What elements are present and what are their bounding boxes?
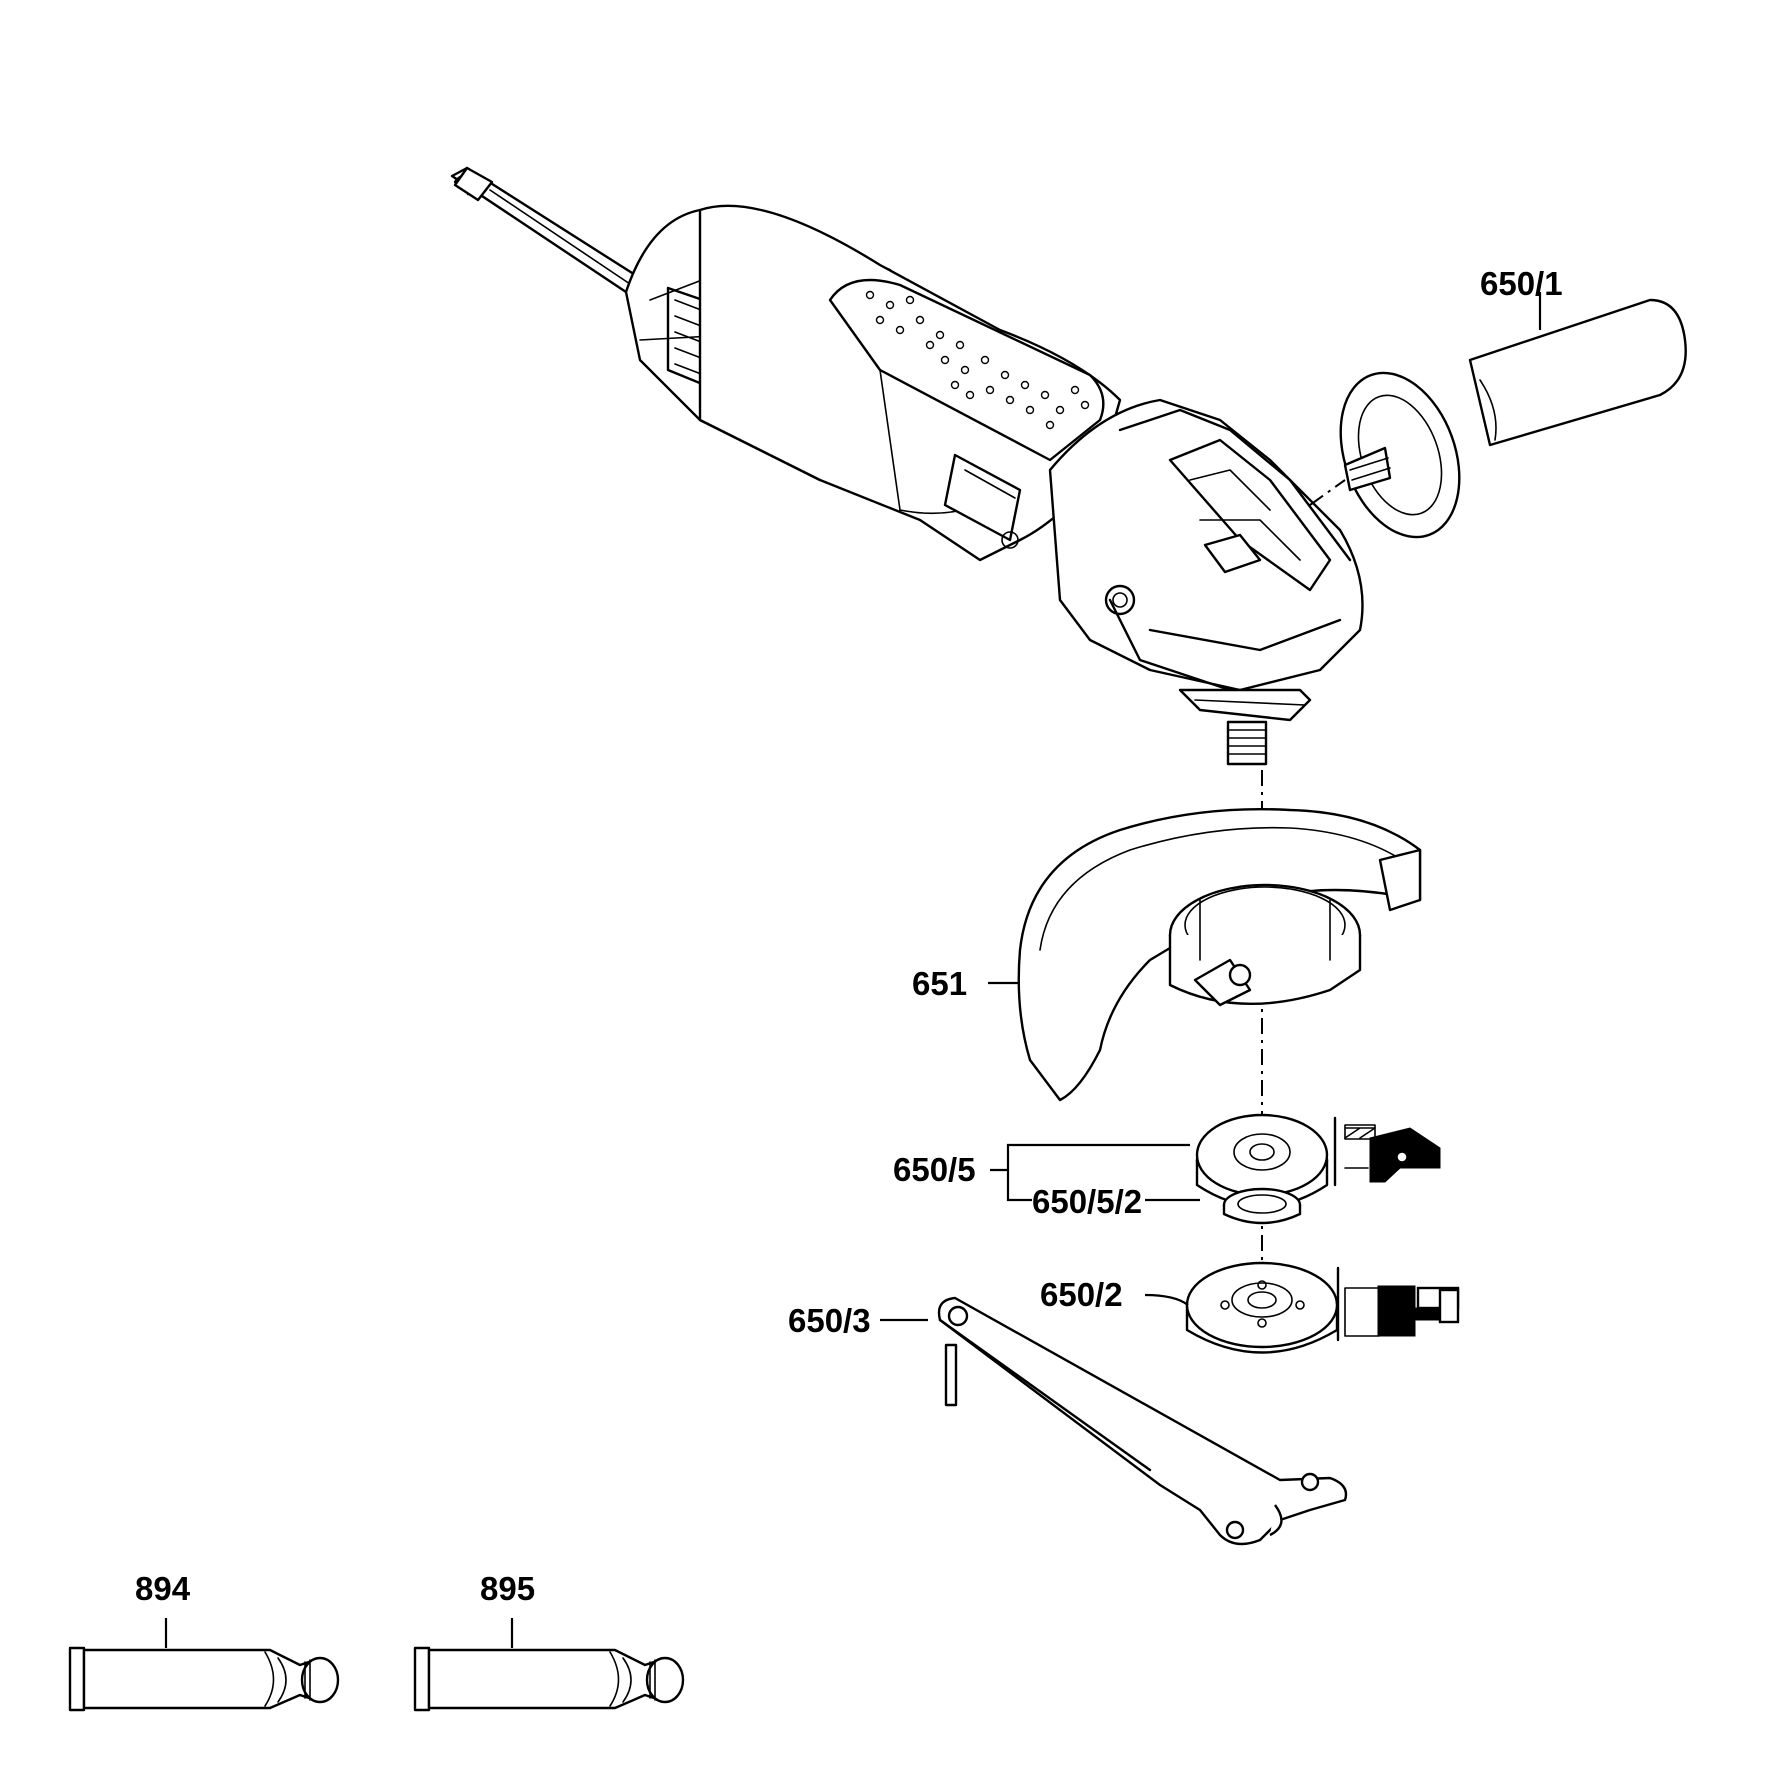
handle-axis-line <box>1309 479 1346 506</box>
callout-895: 895 <box>480 1570 535 1607</box>
angle-grinder-body <box>450 166 1364 766</box>
callout-894: 894 <box>135 1570 191 1607</box>
callout-650-3: 650/3 <box>788 1302 871 1339</box>
side-handle-part <box>1339 292 1687 539</box>
power-cord <box>450 166 642 294</box>
callout-650-1: 650/1 <box>1480 265 1563 302</box>
grease-tube-894 <box>68 1618 340 1712</box>
callout-bracket-650-5 <box>990 1143 1200 1202</box>
flange-ring-part <box>1222 1187 1302 1225</box>
mounting-flange-part <box>1144 1261 1460 1354</box>
clamping-nut-part <box>1195 1113 1441 1208</box>
callout-651: 651 <box>912 965 967 1002</box>
callout-650-2: 650/2 <box>1040 1276 1123 1313</box>
power-switch <box>943 453 1022 542</box>
spindle <box>1178 688 1312 766</box>
grease-tube-895 <box>413 1618 685 1712</box>
callout-650-5-2: 650/5/2 <box>1032 1183 1142 1220</box>
grip-texture-dots <box>865 290 1090 430</box>
callout-650-5: 650/5 <box>893 1151 976 1188</box>
wheel-guard-part <box>988 807 1422 1102</box>
gear-head-housing <box>1001 398 1364 692</box>
motor-housing <box>698 204 1122 562</box>
spanner-wrench-part <box>880 1296 1348 1546</box>
